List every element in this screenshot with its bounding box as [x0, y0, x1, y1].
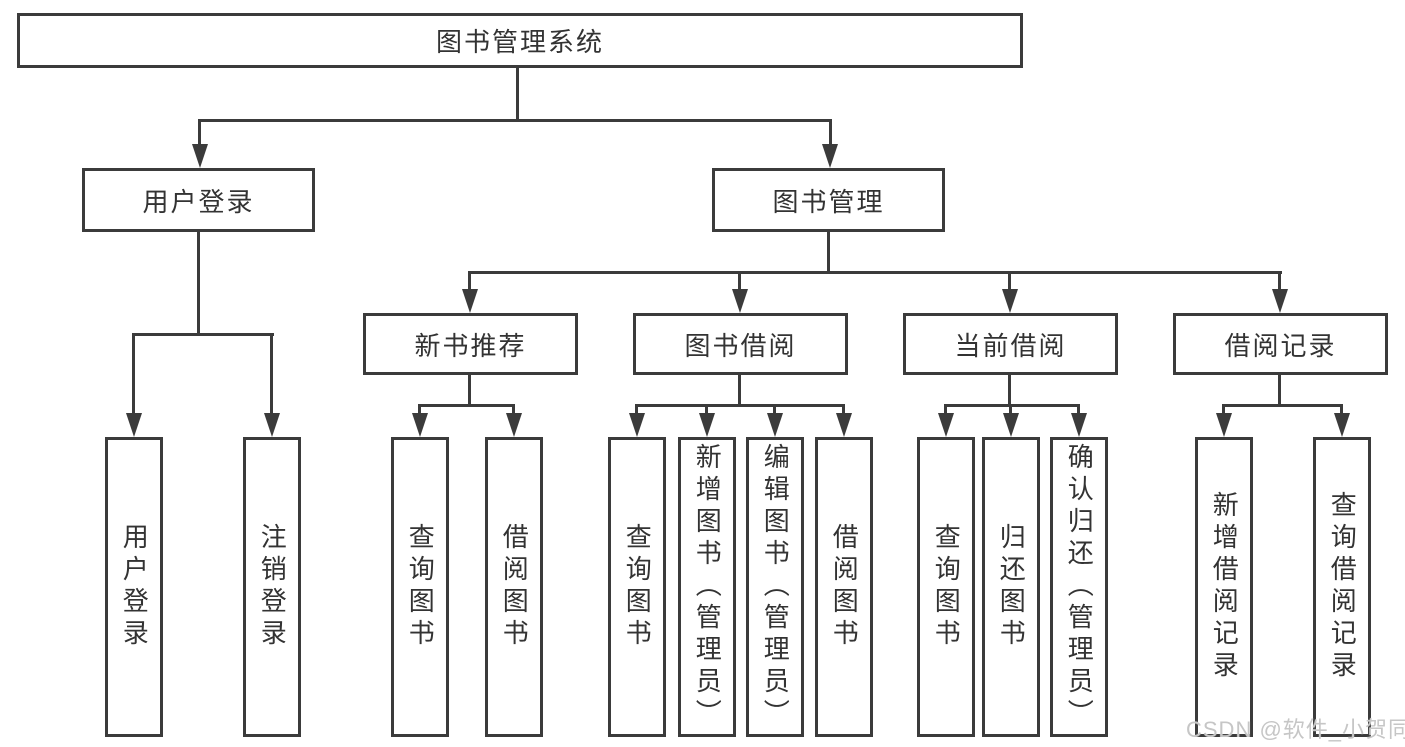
connector-bb-branch [635, 404, 845, 407]
connector-userlogin-drop-1 [132, 333, 135, 415]
connector-rec-drop-2 [512, 404, 515, 415]
node-leaf-rec-query-books: 查询图书 [391, 437, 449, 737]
connector-bb-drop-4 [842, 404, 845, 415]
connector-bookmgmt-drop-1 [468, 271, 471, 291]
csdn-watermark: CSDN @软件_小贺同学 [1186, 717, 1405, 742]
leaf-label: 查询图书 [405, 523, 436, 651]
node-leaf-bb-query-books: 查询图书 [608, 437, 666, 737]
arrow-down-icon [732, 289, 748, 313]
connector-bookmgmt-drop-3 [1008, 271, 1011, 291]
node-leaf-br-query-record: 查询借阅记录 [1313, 437, 1371, 737]
connector-bb-drop-3 [773, 404, 776, 415]
leaf-label: 用户登录 [119, 523, 150, 651]
leaf-label: 归还图书 [996, 523, 1027, 651]
connector-root-drop-right [829, 119, 832, 147]
node-user-login: 用户登录 [82, 168, 315, 232]
arrow-down-icon [506, 413, 522, 437]
connector-rec-branch [418, 404, 515, 407]
leaf-label: 注销登录 [257, 523, 288, 651]
connector-bookmgmt-drop-2 [738, 271, 741, 291]
connector-rec-stem [468, 375, 471, 406]
leaf-label: 新增借阅记录 [1209, 491, 1240, 683]
connector-cb-drop-2 [1009, 404, 1012, 415]
arrow-down-icon [1003, 413, 1019, 437]
arrow-down-icon [836, 413, 852, 437]
arrow-down-icon [1272, 289, 1288, 313]
connector-br-drop-2 [1340, 404, 1343, 415]
node-leaf-cb-confirm-return-admin: 确认归还（管理员） [1050, 437, 1108, 737]
arrow-down-icon [1216, 413, 1232, 437]
connector-userlogin-stem [197, 232, 200, 335]
connector-cb-branch [944, 404, 1080, 407]
connector-bb-drop-1 [635, 404, 638, 415]
node-root-library-management-system: 图书管理系统 [17, 13, 1023, 68]
node-leaf-cb-return-books: 归还图书 [982, 437, 1040, 737]
node-leaf-br-add-record: 新增借阅记录 [1195, 437, 1253, 737]
node-current-borrowing: 当前借阅 [903, 313, 1118, 375]
connector-bb-stem [738, 375, 741, 406]
connector-bookmgmt-branch [468, 271, 1282, 274]
arrow-down-icon [462, 289, 478, 313]
arrow-down-icon [822, 144, 838, 168]
leaf-label: 查询图书 [622, 523, 653, 651]
connector-cb-drop-1 [944, 404, 947, 415]
connector-bb-drop-2 [705, 404, 708, 415]
node-leaf-bb-add-books-admin: 新增图书（管理员） [678, 437, 736, 737]
leaf-label: 新增图书（管理员） [692, 443, 723, 731]
arrow-down-icon [938, 413, 954, 437]
connector-root-branch [199, 119, 832, 122]
arrow-down-icon [767, 413, 783, 437]
leaf-label: 借阅图书 [829, 523, 860, 651]
arrow-down-icon [192, 144, 208, 168]
connector-userlogin-drop-2 [270, 333, 273, 415]
node-borrowing-records: 借阅记录 [1173, 313, 1388, 375]
leaf-label: 借阅图书 [499, 523, 530, 651]
connector-br-stem [1278, 375, 1281, 406]
connector-bookmgmt-stem [827, 232, 830, 273]
connector-br-branch [1222, 404, 1343, 407]
node-leaf-logout: 注销登录 [243, 437, 301, 737]
leaf-label: 确认归还（管理员） [1064, 443, 1095, 731]
node-book-borrowing: 图书借阅 [633, 313, 848, 375]
leaf-label: 查询借阅记录 [1327, 491, 1358, 683]
node-book-management: 图书管理 [712, 168, 945, 232]
connector-cb-drop-3 [1077, 404, 1080, 415]
arrow-down-icon [629, 413, 645, 437]
arrow-down-icon [699, 413, 715, 437]
arrow-down-icon [1334, 413, 1350, 437]
connector-rec-drop-1 [418, 404, 421, 415]
connector-root-drop-left [198, 119, 201, 147]
connector-root-stem [516, 66, 519, 121]
node-new-book-recommend: 新书推荐 [363, 313, 578, 375]
node-leaf-cb-query-books: 查询图书 [917, 437, 975, 737]
node-leaf-rec-borrow-books: 借阅图书 [485, 437, 543, 737]
connector-userlogin-branch [132, 333, 274, 336]
arrow-down-icon [126, 413, 142, 437]
node-leaf-user-login: 用户登录 [105, 437, 163, 737]
connector-bookmgmt-drop-4 [1278, 271, 1281, 291]
arrow-down-icon [264, 413, 280, 437]
leaf-label: 查询图书 [931, 523, 962, 651]
node-leaf-bb-borrow-books: 借阅图书 [815, 437, 873, 737]
node-leaf-bb-edit-books-admin: 编辑图书（管理员） [746, 437, 804, 737]
leaf-label: 编辑图书（管理员） [760, 443, 791, 731]
connector-br-drop-1 [1222, 404, 1225, 415]
arrow-down-icon [1071, 413, 1087, 437]
arrow-down-icon [1002, 289, 1018, 313]
connector-cb-stem [1008, 375, 1011, 406]
arrow-down-icon [412, 413, 428, 437]
